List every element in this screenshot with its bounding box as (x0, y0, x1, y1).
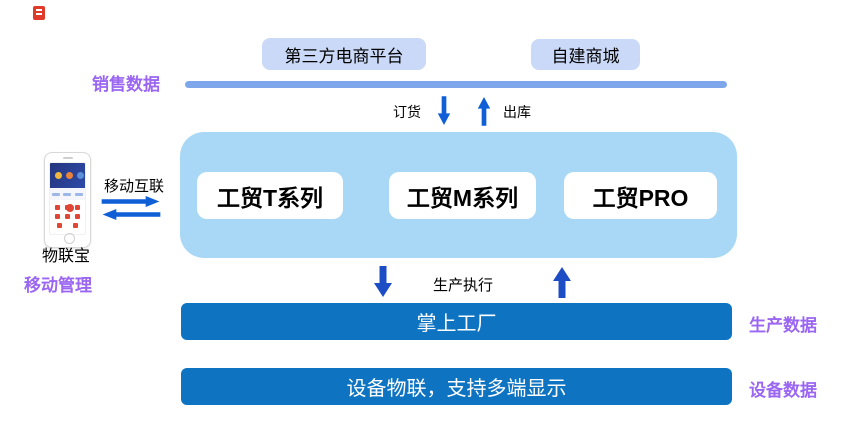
arrow-left-icon (102, 209, 161, 220)
phone-app-header (50, 163, 85, 188)
mobile-management-label: 移动管理 (24, 276, 92, 295)
sales-connector-bar (185, 81, 727, 88)
product-box-t-series: 工贸T系列 (197, 172, 343, 219)
iot-treasure-caption: 物联宝 (42, 248, 91, 265)
device-data-label: 设备数据 (749, 381, 817, 400)
outbound-label: 出库 (503, 104, 531, 120)
sales-data-label: 销售数据 (92, 75, 160, 94)
arrow-down-order-icon (437, 96, 451, 125)
product-box-pro: 工贸PRO (564, 172, 717, 219)
mobile-interconnect-label: 移动互联 (104, 178, 165, 195)
phone-home-button (64, 233, 75, 244)
phone-center-app-icon (66, 204, 74, 212)
product-box-m-series: 工贸M系列 (389, 172, 536, 219)
arrow-down-production-icon (374, 266, 392, 297)
self-built-mall-box: 自建商城 (531, 39, 640, 70)
device-iot-bar: 设备物联，支持多端显示 (181, 368, 732, 405)
third-party-ecommerce-box: 第三方电商平台 (262, 38, 426, 70)
production-data-label: 生产数据 (749, 316, 817, 335)
arrow-up-outbound-icon (477, 97, 491, 126)
phone-speaker (63, 157, 73, 159)
arrow-right-icon (101, 196, 160, 207)
order-label: 订货 (393, 104, 421, 120)
production-execution-label: 生产执行 (433, 277, 494, 294)
phone-screen (49, 162, 86, 235)
phone-menu-strip (50, 188, 85, 200)
red-marker-icon (33, 6, 45, 20)
arrow-up-production-icon (553, 267, 571, 298)
smartphone-illustration (44, 152, 91, 248)
palm-factory-bar: 掌上工厂 (181, 303, 732, 340)
